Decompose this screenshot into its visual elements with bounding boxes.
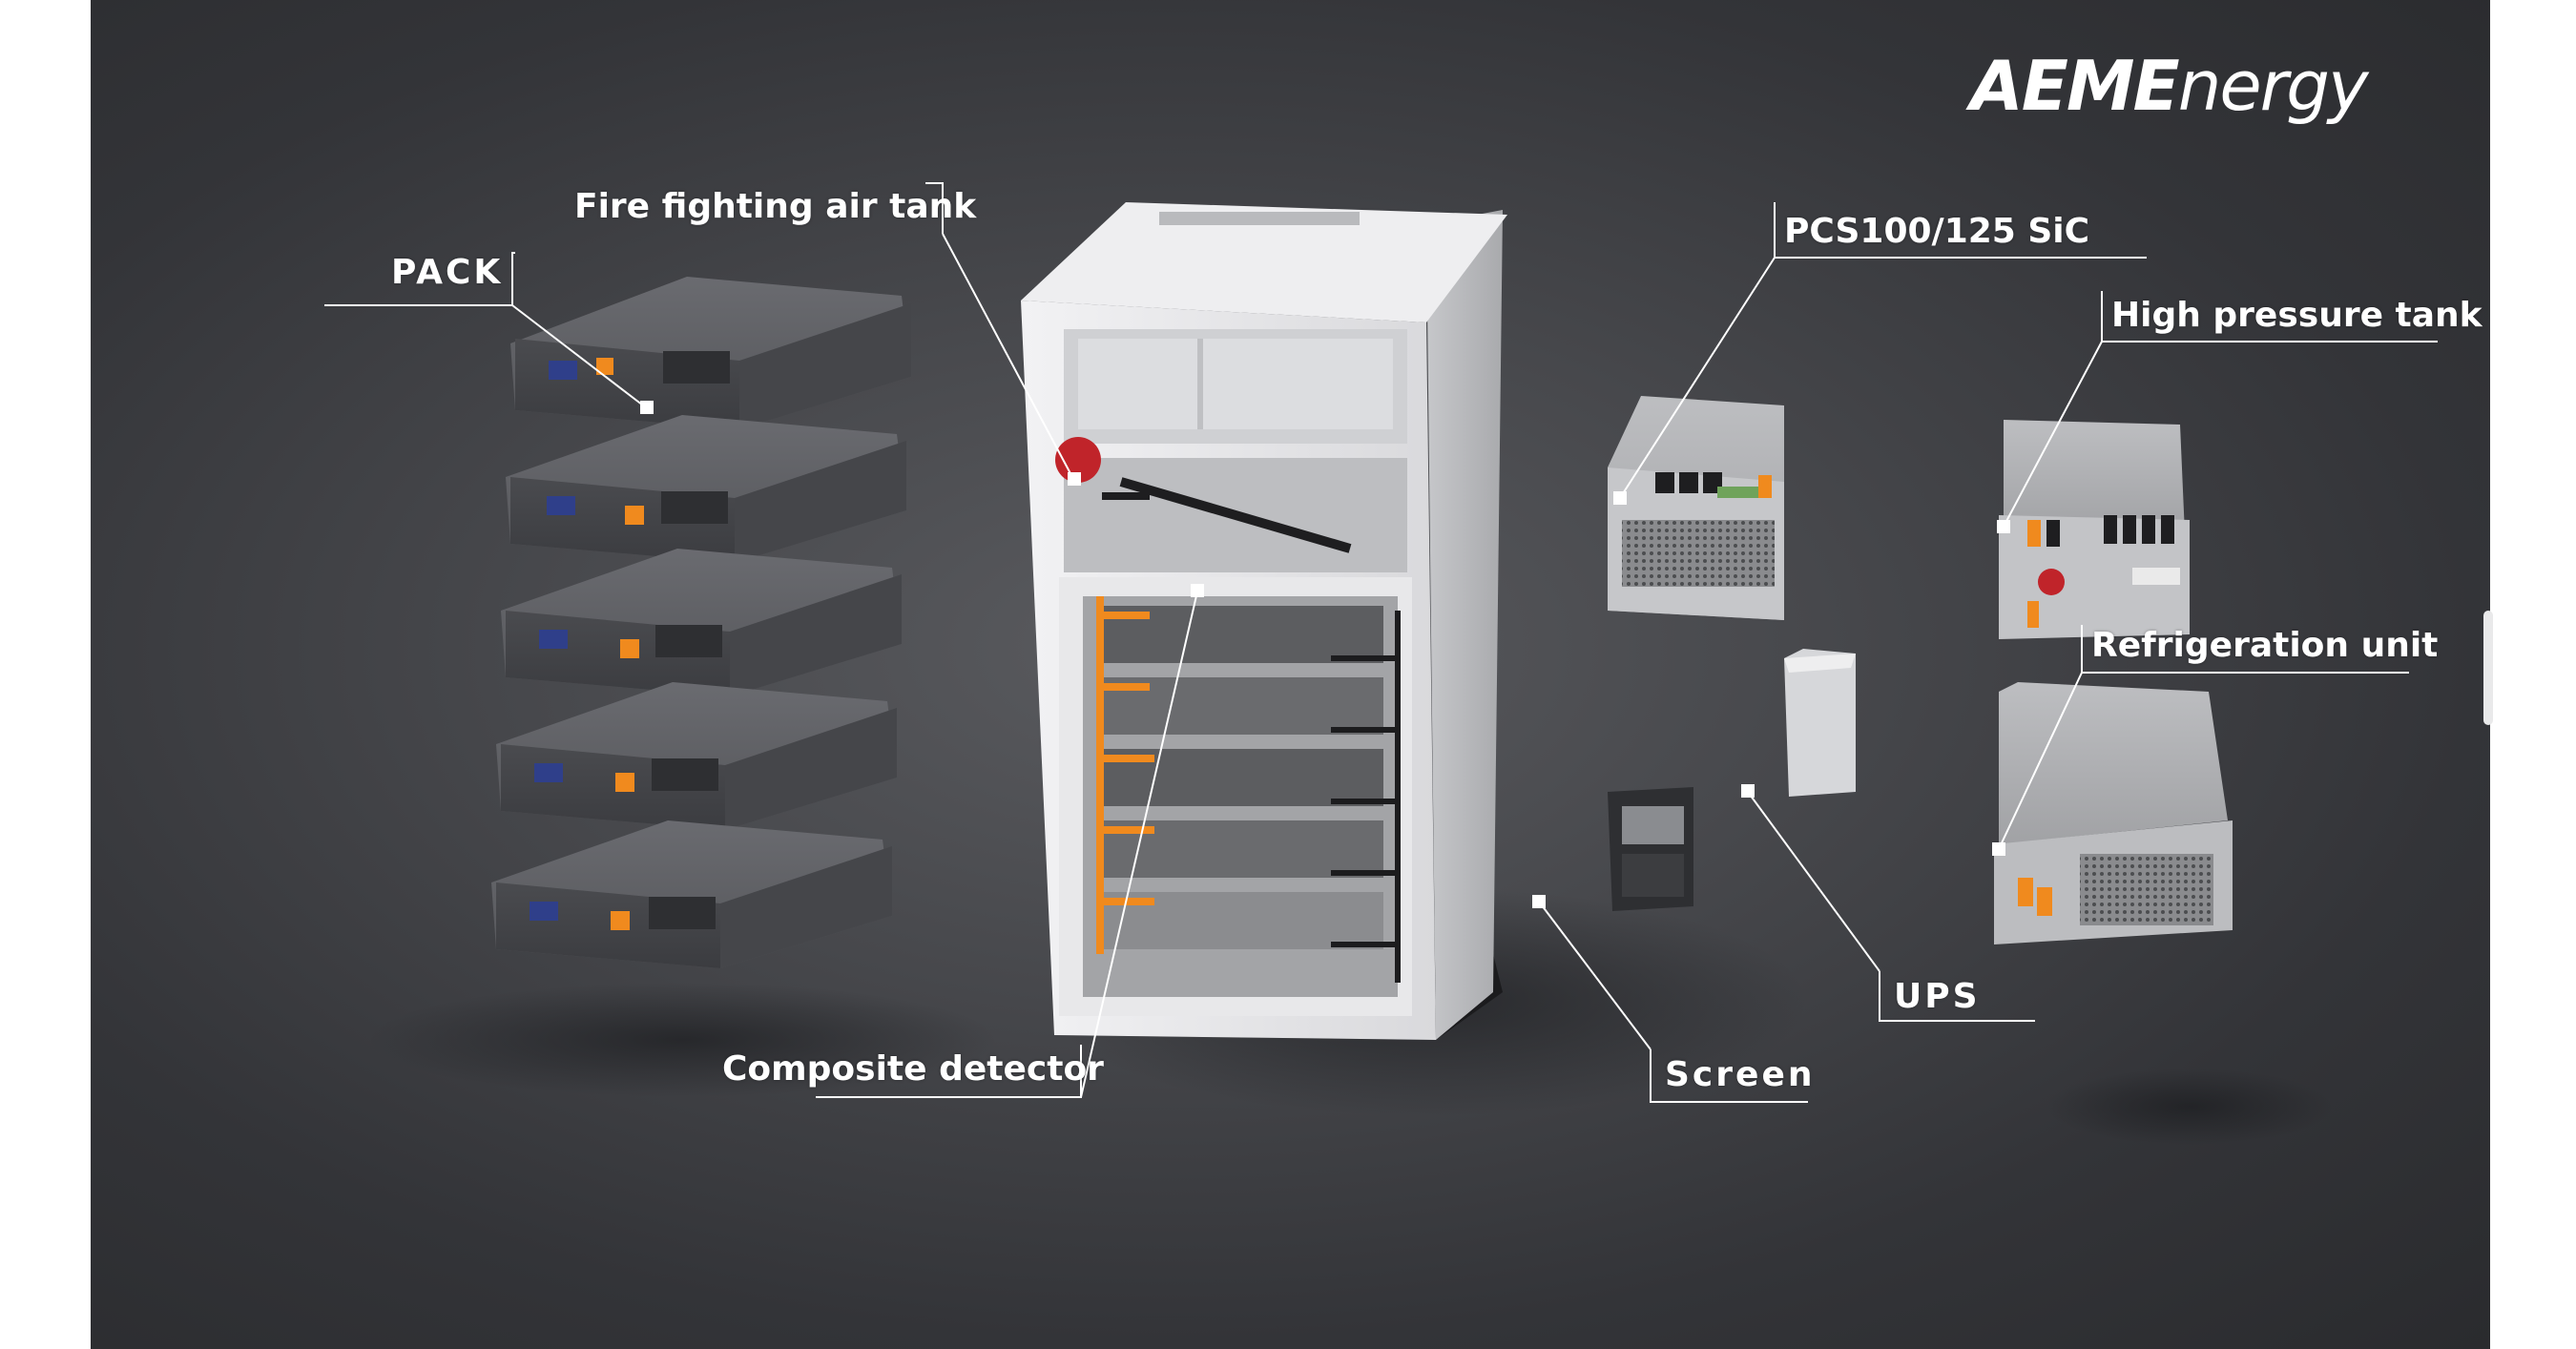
- brand-logo-part1: AEME: [1970, 46, 2180, 126]
- label-composite-detector: Composite detector: [722, 1049, 1104, 1089]
- label-refrigeration-unit: Refrigeration unit: [2091, 626, 2439, 665]
- label-high-pressure-tank: High pressure tank: [2111, 296, 2483, 335]
- floor-shadow: [2046, 1069, 2333, 1145]
- battery-pack: [510, 277, 911, 429]
- battery-pack: [496, 682, 897, 830]
- battery-pack: [491, 820, 892, 968]
- refrigeration-unit-module: [1994, 682, 2233, 944]
- cabinet: [1021, 202, 1507, 1040]
- battery-pack-stack: [491, 277, 911, 968]
- pcs-module: [1608, 396, 1784, 620]
- pack-shadow: [367, 983, 997, 1097]
- high-pressure-tank-module: [1999, 420, 2190, 639]
- ups-module: [1784, 649, 1856, 797]
- label-fire-fighting-air-tank: Fire fighting air tank: [574, 187, 977, 226]
- illustration-canvas: PACK Fire fighting air tank Composite de…: [91, 0, 2490, 1349]
- screen-device: [1608, 787, 1693, 911]
- brand-logo-part2: nergy: [2177, 46, 2369, 126]
- brand-logo: AEMEnergy: [1970, 46, 2369, 126]
- battery-pack: [501, 549, 902, 696]
- battery-pack: [506, 415, 906, 563]
- cabinet-pack-shelves: [1097, 606, 1383, 949]
- orange-cabling: [1096, 596, 1154, 954]
- energy-storage-exploded-view: [324, 182, 2438, 1145]
- scrollbar-handle[interactable]: [2483, 611, 2493, 725]
- label-pack: PACK: [391, 253, 504, 292]
- label-pcs: PCS100/125 SiC: [1784, 212, 2090, 251]
- label-ups: UPS: [1894, 977, 1981, 1016]
- callout-markers: [640, 401, 2010, 908]
- callout-lines: [324, 182, 2438, 1103]
- label-screen: Screen: [1665, 1055, 1816, 1094]
